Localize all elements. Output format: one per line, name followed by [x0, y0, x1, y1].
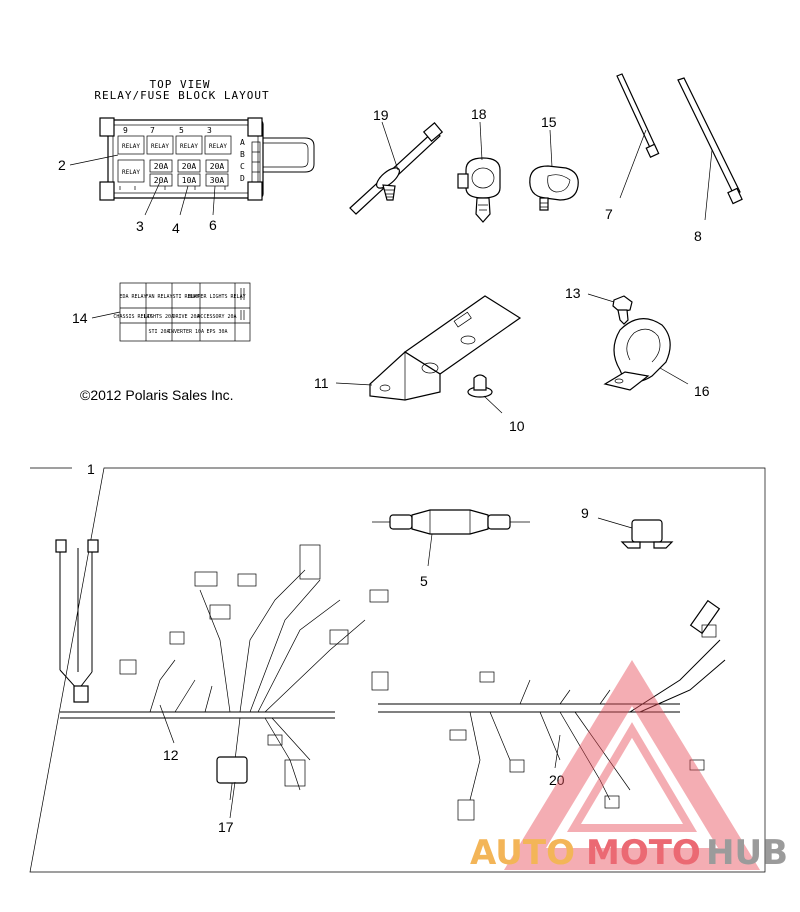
slot-number-3: 3	[207, 126, 212, 135]
callout-2: 2	[58, 157, 66, 173]
watermark-text-hub: HUB	[706, 833, 788, 873]
callout-19: 19	[373, 107, 389, 123]
harness-clip-18	[457, 157, 501, 223]
watermark-triangle-icon	[504, 660, 760, 870]
callout-20: 20	[549, 772, 565, 788]
legend-r1c1: EDA RELAY	[119, 294, 146, 300]
callout-3: 3	[136, 218, 144, 234]
relay-fuse-block: TOP VIEW RELAY/FUSE BLOCK LAYOUT 9 7 5 3…	[94, 78, 315, 201]
callout-10: 10	[509, 418, 525, 434]
callout-18: 18	[471, 106, 487, 122]
legend-r2c4: ACCESSORY 20A	[197, 314, 236, 320]
relay-slot-2: RELAY	[151, 143, 169, 150]
callout-9: 9	[581, 505, 589, 521]
legend-r2c2: LIGHTS 20A	[144, 314, 174, 320]
terminator-cap	[620, 519, 674, 549]
fuse-b3: 30A	[210, 176, 225, 185]
callout-13: 13	[565, 285, 581, 301]
legend-r2c3: DRIVE 20A	[172, 314, 199, 320]
row-letter-b: B	[240, 150, 245, 159]
legend-r2c1: CHASSIS RELAY	[113, 314, 152, 320]
callout-6: 6	[209, 217, 217, 233]
slot-number-7: 7	[150, 126, 155, 135]
row-letter-c: C	[240, 162, 245, 171]
watermark-text-auto: AUTO	[470, 833, 575, 873]
callout-5: 5	[420, 573, 428, 589]
callout-8: 8	[694, 228, 702, 244]
fuse-block-title-line1: TOP VIEW	[150, 78, 211, 91]
fuse-b2: 10A	[182, 176, 197, 185]
fuse-legend-table: EDA RELAY FAN RELAY STI RELAY BUMPER LIG…	[113, 282, 251, 342]
p-clamp-16	[603, 318, 671, 391]
row-letter-a: A	[240, 138, 245, 147]
callout-1: 1	[87, 461, 95, 477]
fuse-a2: 20A	[182, 162, 197, 171]
legend-r1c3: STI RELAY	[172, 294, 199, 300]
harness-clip-15	[529, 165, 579, 211]
fuse-block-title-line2: RELAY/FUSE BLOCK LAYOUT	[94, 89, 269, 102]
callout-15: 15	[541, 114, 557, 130]
watermark-text-moto: MOTO	[586, 833, 701, 873]
harness-frame	[29, 467, 766, 873]
copyright-text: ©2012 Polaris Sales Inc.	[80, 387, 234, 403]
callout-12: 12	[163, 747, 179, 763]
main-wire-harness-left	[55, 539, 389, 801]
inline-fuse-holder	[372, 509, 530, 535]
cable-tie-with-clip	[349, 122, 444, 215]
screw-13	[612, 295, 633, 325]
row-letter-d: D	[240, 174, 245, 183]
mounting-bracket	[369, 295, 522, 401]
legend-r3c3: INVERTER 10A	[168, 329, 204, 335]
main-wire-harness-right	[378, 599, 726, 821]
automotohub-watermark: AUTO MOTO HUB	[470, 660, 788, 873]
relay-slot-3: RELAY	[180, 143, 198, 150]
fuse-b1: 20A	[154, 176, 169, 185]
legend-r3c2: STI 20A	[148, 329, 169, 335]
cable-tie-8	[677, 77, 743, 205]
fuse-a1: 20A	[154, 162, 169, 171]
slot-number-5: 5	[179, 126, 184, 135]
relay-slot-1: RELAY	[122, 143, 140, 150]
legend-r1c2: FAN RELAY	[145, 294, 172, 300]
callout-4: 4	[172, 220, 180, 236]
legend-r3c4: EPS 30A	[206, 329, 227, 335]
push-rivet	[467, 374, 493, 398]
slot-number-9: 9	[123, 126, 128, 135]
cable-tie-7	[616, 73, 660, 159]
callout-16: 16	[694, 383, 710, 399]
callout-14: 14	[72, 310, 88, 326]
legend-r1c4: BUMPER LIGHTS RELAY	[188, 294, 245, 300]
callout-17: 17	[218, 819, 234, 835]
callout-7: 7	[605, 206, 613, 222]
relay-slot-5: RELAY	[122, 169, 140, 176]
fuse-a3: 20A	[210, 162, 225, 171]
relay-slot-4: RELAY	[209, 143, 227, 150]
callout-11: 11	[314, 375, 329, 391]
